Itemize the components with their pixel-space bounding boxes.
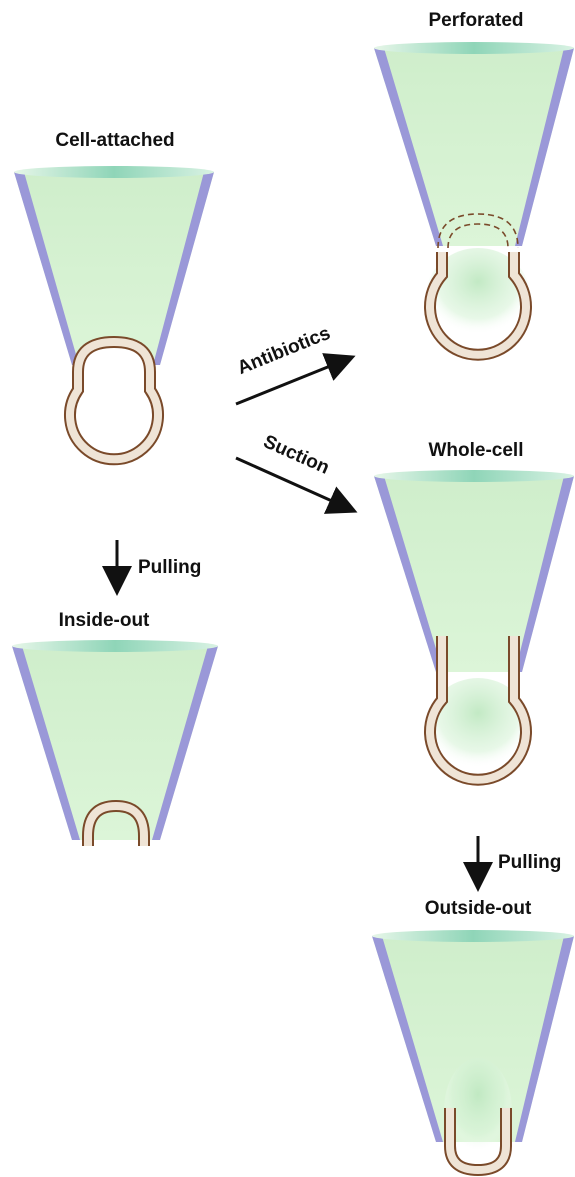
arrow-pulling-inside-out-group: Pulling: [117, 540, 201, 590]
pipette-cell-attached: [14, 166, 214, 365]
label-pulling-outside-out: Pulling: [498, 852, 561, 873]
cell-attached-group: Cell-attached: [14, 130, 214, 459]
label-outside-out: Outside-out: [425, 898, 532, 919]
inside-out-group: Inside-out: [12, 610, 218, 846]
perforated-group: Perforated: [374, 10, 574, 355]
label-whole-cell: Whole-cell: [428, 440, 523, 461]
arrow-suction-group: Suction: [236, 431, 352, 510]
pipette-whole-cell: [374, 470, 574, 672]
whole-cell-group: Whole-cell: [374, 440, 574, 780]
label-suction: Suction: [260, 431, 332, 479]
outside-out-group: Outside-out: [372, 898, 574, 1170]
pipette-perforated: [374, 42, 574, 246]
arrow-pulling-outside-out-group: Pulling: [478, 836, 561, 886]
label-perforated: Perforated: [428, 10, 523, 31]
label-inside-out: Inside-out: [59, 610, 150, 631]
arrow-suction: [236, 458, 352, 510]
cell-attached-membrane: [70, 342, 158, 459]
label-cell-attached: Cell-attached: [55, 130, 174, 151]
label-pulling-inside-out: Pulling: [138, 557, 201, 578]
arrow-antibiotics-group: Antibiotics: [234, 323, 350, 404]
